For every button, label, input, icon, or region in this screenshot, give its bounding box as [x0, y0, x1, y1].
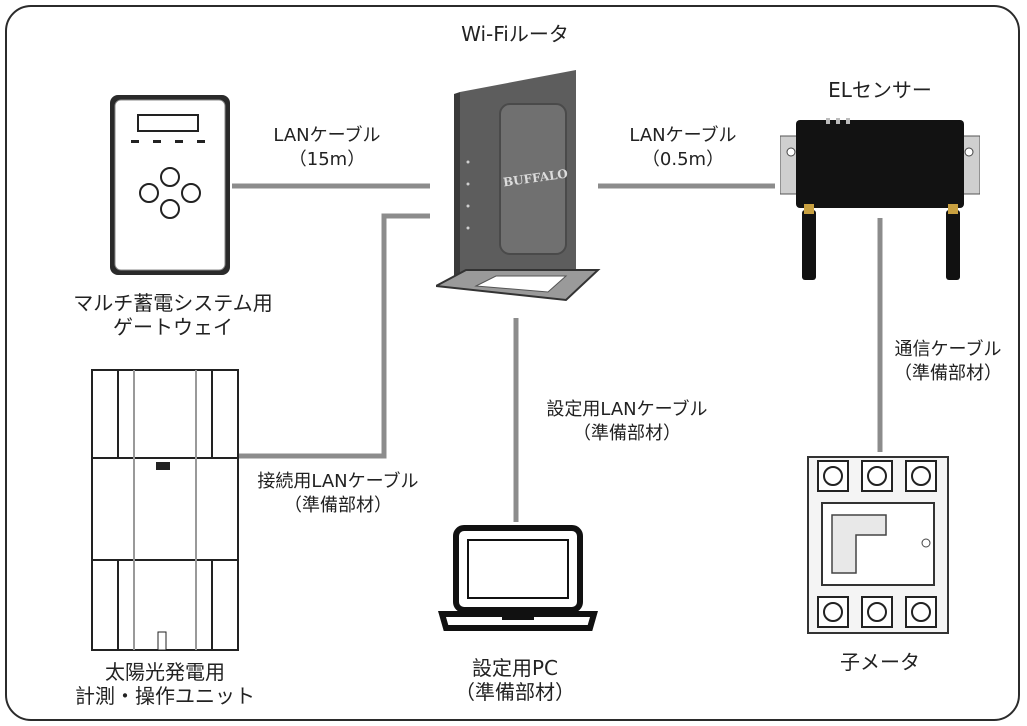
- pc-laptop-icon: [438, 525, 598, 631]
- meter-label: 子メータ: [840, 650, 920, 674]
- el-sensor-label: ELセンサー: [828, 78, 932, 102]
- cable-label-router-pc-line2: （準備部材）: [573, 423, 681, 444]
- solar-unit-label-line2: 計測・操作ユニット: [75, 684, 255, 708]
- cable-label-gateway-router: LANケーブル （15m）: [252, 124, 402, 172]
- el-sensor-device-icon: [780, 118, 980, 280]
- gateway-label: マルチ蓄電システム用 ゲートウェイ: [48, 291, 298, 339]
- router-device-icon: BUFFALO: [436, 70, 601, 302]
- diagram-frame: [5, 5, 1020, 721]
- cable-solar-router: [238, 213, 430, 459]
- router-label: Wi-Fiルータ: [461, 22, 569, 46]
- solar-unit-device-icon: [91, 369, 239, 651]
- cable-label-gateway-router-line1: LANケーブル: [273, 125, 381, 146]
- cable-label-solar-router-line2: （準備部材）: [284, 495, 392, 516]
- cable-label-gateway-router-line2: （15m）: [288, 149, 366, 170]
- cable-label-router-pc-line1: 設定用LANケーブル: [546, 399, 708, 420]
- cable-label-sensor-meter: 通信ケーブル （準備部材）: [878, 338, 1018, 386]
- cable-label-router-sensor-line2: （0.5m）: [641, 149, 725, 170]
- cable-label-sensor-meter-line1: 通信ケーブル: [894, 339, 1002, 360]
- gateway-label-line2: ゲートウェイ: [113, 315, 233, 339]
- cable-label-solar-router: 接続用LANケーブル （準備部材）: [238, 470, 438, 518]
- pc-label-line1: 設定用PC: [471, 656, 559, 680]
- cable-label-solar-router-line1: 接続用LANケーブル: [257, 471, 419, 492]
- meter-device-icon: [807, 456, 949, 634]
- cable-label-router-pc: 設定用LANケーブル （準備部材）: [522, 398, 732, 446]
- solar-unit-label: 太陽光発電用 計測・操作ユニット: [55, 660, 275, 708]
- solar-unit-label-line1: 太陽光発電用: [105, 660, 225, 684]
- cable-label-router-sensor: LANケーブル （0.5m）: [608, 124, 758, 172]
- pc-label-line2: （準備部材）: [455, 680, 575, 704]
- cable-label-sensor-meter-line2: （準備部材）: [894, 363, 1002, 384]
- cable-label-router-sensor-line1: LANケーブル: [629, 125, 737, 146]
- gateway-device-icon: [110, 95, 230, 275]
- gateway-label-line1: マルチ蓄電システム用: [73, 291, 273, 315]
- pc-label: 設定用PC （準備部材）: [440, 656, 590, 704]
